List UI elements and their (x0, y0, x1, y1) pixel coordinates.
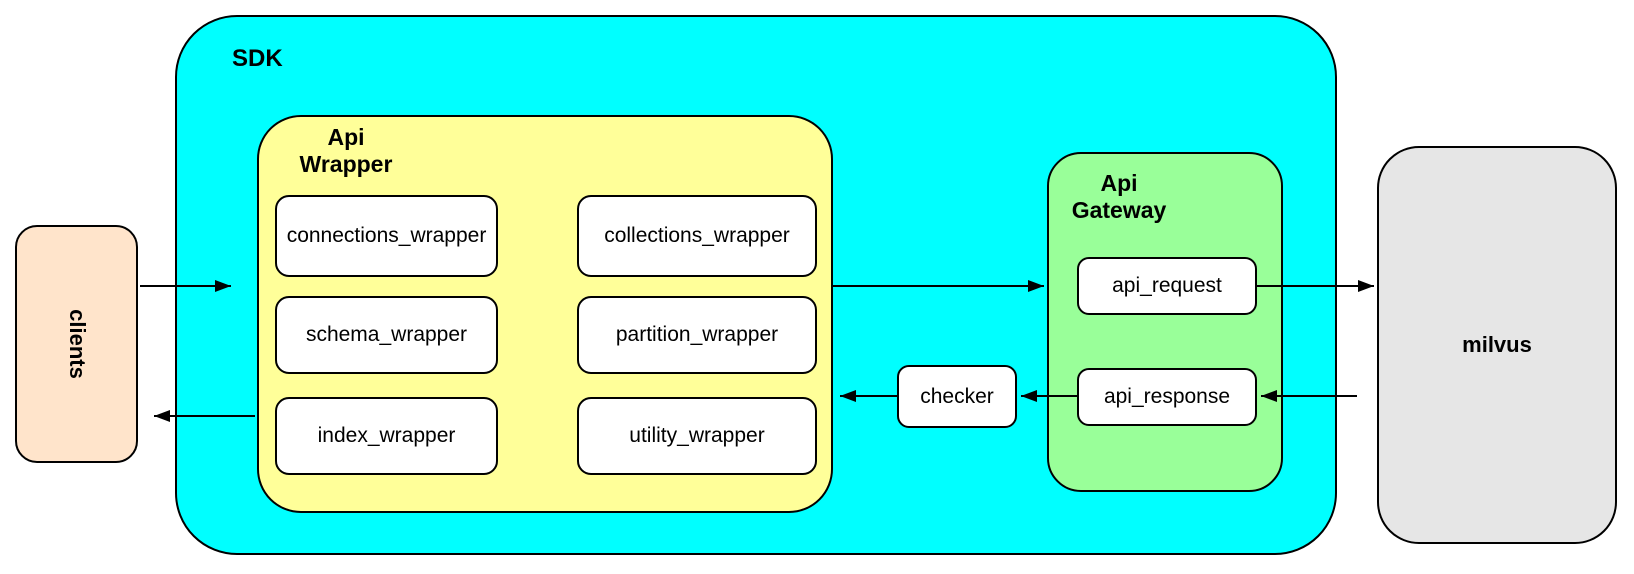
module-schema-wrapper-label: schema_wrapper (305, 323, 468, 346)
clients-node: clients (15, 225, 138, 463)
milvus-label: milvus (1462, 332, 1532, 357)
api-response-label: api_response (1103, 385, 1231, 408)
module-schema-wrapper: schema_wrapper (275, 296, 498, 374)
milvus-node: milvus (1377, 146, 1617, 544)
module-utility-wrapper: utility_wrapper (577, 397, 817, 475)
api-gateway-label: Api Gateway (1071, 170, 1167, 224)
module-utility-wrapper-label: utility_wrapper (629, 424, 765, 447)
module-partition-wrapper: partition_wrapper (577, 296, 817, 374)
api-gateway-container: Api Gateway (1047, 152, 1283, 492)
api-response-node: api_response (1077, 368, 1257, 426)
api-request-label: api_request (1112, 274, 1222, 297)
checker-node: checker (897, 365, 1017, 428)
api-wrapper-label: Api Wrapper (299, 124, 393, 178)
module-connections-wrapper: connections_wrapper (275, 195, 498, 277)
module-collections-wrapper-label: collections_wrapper (604, 224, 790, 247)
checker-label: checker (920, 384, 994, 408)
sdk-label: SDK (232, 45, 283, 72)
module-partition-wrapper-label: partition_wrapper (615, 323, 779, 346)
api-request-node: api_request (1077, 257, 1257, 315)
module-index-wrapper-label: index_wrapper (317, 424, 456, 447)
module-index-wrapper: index_wrapper (275, 397, 498, 475)
clients-label: clients (64, 309, 90, 379)
module-collections-wrapper: collections_wrapper (577, 195, 817, 277)
module-connections-wrapper-label: connections_wrapper (286, 224, 487, 247)
